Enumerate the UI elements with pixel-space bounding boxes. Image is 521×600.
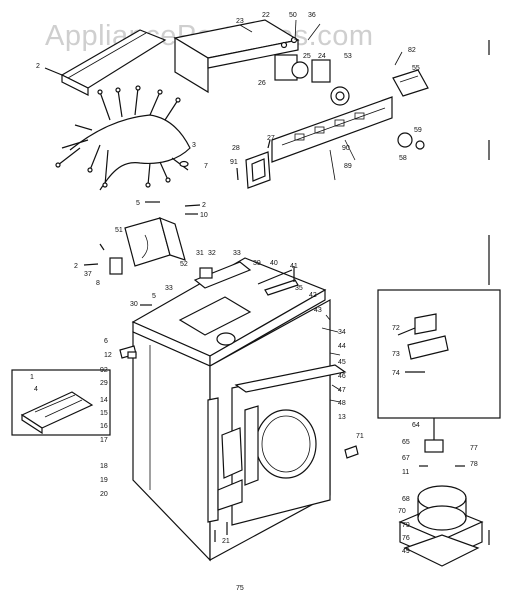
part-label: 35 bbox=[295, 285, 303, 292]
part-label: 18 bbox=[100, 463, 108, 470]
part-label: 5 bbox=[136, 200, 140, 207]
part-label: 15 bbox=[100, 410, 108, 417]
part-label: 8 bbox=[96, 280, 100, 287]
part-label: 44 bbox=[338, 343, 346, 350]
part-label: 47 bbox=[338, 387, 346, 394]
part-label: 10 bbox=[200, 212, 208, 219]
part-label: 11 bbox=[402, 469, 409, 476]
part-label: 12 bbox=[104, 352, 112, 359]
part-channel-top bbox=[44, 29, 167, 96]
front-panel bbox=[231, 364, 347, 526]
part-label: 58 bbox=[399, 155, 407, 162]
part-labels: 2 23 22 50 36 82 55 26 25 24 53 3 28 27 … bbox=[30, 12, 478, 592]
part-label: 16 bbox=[100, 423, 108, 430]
hinge-strip bbox=[207, 397, 243, 542]
part-label: 91 bbox=[230, 159, 238, 166]
part-label: 71 bbox=[356, 433, 364, 440]
console-back bbox=[173, 19, 300, 94]
part-label: 64 bbox=[412, 422, 420, 429]
part-label: 6 bbox=[104, 338, 108, 345]
part-label: 34 bbox=[338, 329, 346, 336]
part-label: 76 bbox=[402, 535, 410, 542]
inset-box-right bbox=[377, 289, 501, 419]
tub-assembly bbox=[398, 418, 484, 567]
part-label: 89 bbox=[344, 163, 352, 170]
part-label: 23 bbox=[236, 18, 244, 25]
top-dispenser bbox=[178, 261, 299, 346]
part-label: 53 bbox=[344, 53, 352, 60]
console-front-panel bbox=[271, 96, 393, 163]
part-label: 92 bbox=[100, 367, 108, 374]
part-label: 2 bbox=[36, 63, 40, 70]
screws bbox=[83, 201, 201, 306]
part-bracket-51 bbox=[124, 216, 186, 267]
part-label: 50 bbox=[289, 12, 297, 19]
part-label: 52 bbox=[180, 261, 188, 268]
part-label: 78 bbox=[470, 461, 478, 468]
part-label: 7 bbox=[204, 163, 208, 170]
part-label: 5 bbox=[152, 293, 156, 300]
part-clip bbox=[99, 243, 123, 275]
part-label: 25 bbox=[303, 53, 311, 60]
part-label: 67 bbox=[402, 455, 410, 462]
part-label: 30 bbox=[130, 301, 138, 308]
part-label: 90 bbox=[342, 145, 350, 152]
part-label: 74 bbox=[392, 370, 400, 377]
part-label: 26 bbox=[258, 80, 266, 87]
part-label: 13 bbox=[338, 414, 346, 421]
part-bracket-55 bbox=[392, 69, 429, 97]
part-label: 51 bbox=[115, 227, 123, 234]
part-label: 33 bbox=[233, 250, 241, 257]
part-label: 1 bbox=[30, 374, 34, 381]
part-label: 73 bbox=[392, 351, 400, 358]
inset-box-left bbox=[11, 369, 111, 436]
part-label: 32 bbox=[208, 250, 216, 257]
part-label: 82 bbox=[408, 47, 416, 54]
part-label: 28 bbox=[232, 145, 240, 152]
part-label: 49 bbox=[402, 548, 410, 555]
part-label: 79 bbox=[402, 522, 410, 529]
part-label: 21 bbox=[222, 538, 230, 545]
part-label: 14 bbox=[100, 397, 108, 404]
part-label: 2 bbox=[74, 263, 78, 270]
part-label: 68 bbox=[402, 496, 410, 503]
part-label: 65 bbox=[402, 439, 410, 446]
part-label: 22 bbox=[262, 12, 270, 19]
part-label: 48 bbox=[338, 400, 346, 407]
part-label: 40 bbox=[270, 260, 278, 267]
part-label: 27 bbox=[267, 135, 275, 142]
leveling-foot bbox=[344, 445, 359, 459]
part-label: 24 bbox=[318, 53, 326, 60]
part-label: 33 bbox=[165, 285, 173, 292]
part-label: 72 bbox=[392, 325, 400, 332]
part-label: 17 bbox=[100, 437, 108, 444]
part-label: 19 bbox=[100, 477, 108, 484]
part-label: 36 bbox=[308, 12, 316, 19]
part-label: 43 bbox=[314, 307, 322, 314]
leader-lines bbox=[239, 19, 403, 403]
part-label: 29 bbox=[100, 380, 108, 387]
part-label: 4 bbox=[34, 386, 38, 393]
part-label: 59 bbox=[414, 127, 422, 134]
part-label: 75 bbox=[236, 585, 244, 592]
part-label: 77 bbox=[470, 445, 478, 452]
part-label: 3 bbox=[192, 142, 196, 149]
part-label: 37 bbox=[84, 271, 92, 278]
part-label: 45 bbox=[338, 359, 346, 366]
knob bbox=[397, 132, 425, 150]
part-label: 2 bbox=[202, 202, 206, 209]
wiring-harness bbox=[55, 85, 191, 191]
part-label: 42 bbox=[309, 292, 317, 299]
small-parts-left bbox=[119, 345, 137, 359]
part-label: 20 bbox=[100, 491, 108, 498]
part-bracket-28 bbox=[245, 151, 271, 189]
part-label: 41 bbox=[290, 263, 298, 270]
part-label: 39 bbox=[253, 260, 261, 267]
part-label: 31 bbox=[196, 250, 204, 257]
part-label: 46 bbox=[338, 373, 346, 380]
part-label: 55 bbox=[412, 65, 420, 72]
part-label: 70 bbox=[398, 508, 406, 515]
